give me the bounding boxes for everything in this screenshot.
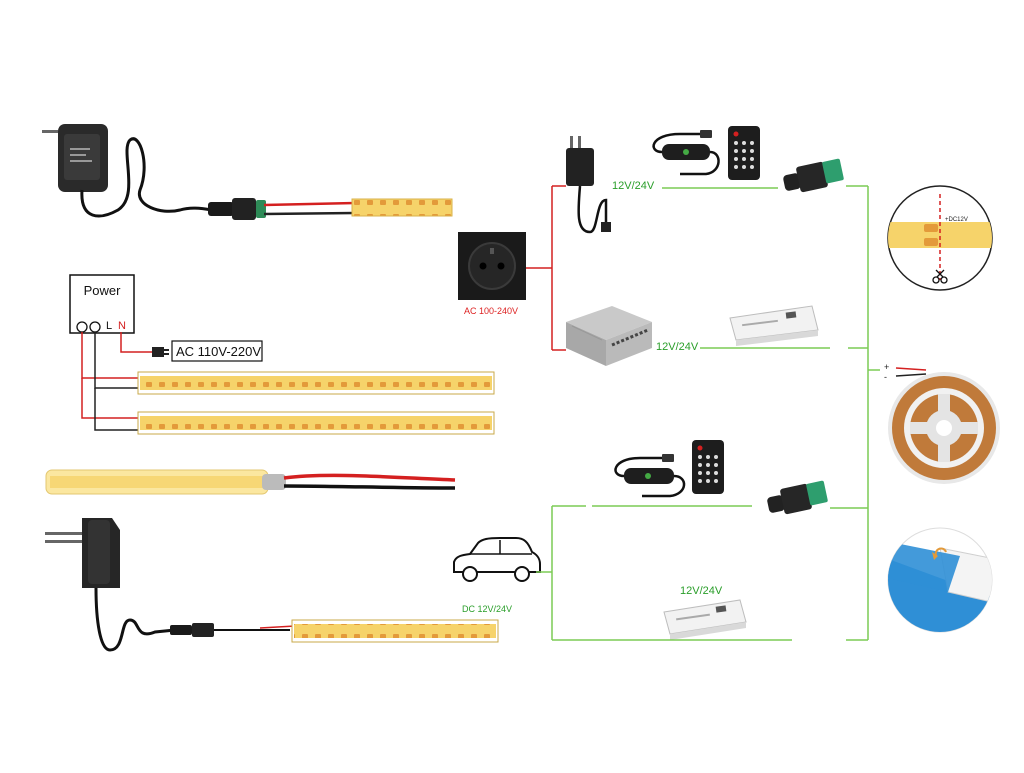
power-box-label: Power (83, 283, 121, 298)
plug-adapter-bottom-icon (45, 518, 120, 588)
cut-detail-circle (887, 185, 993, 291)
ac-label-box (171, 340, 263, 362)
led-strip-bottom (291, 619, 499, 643)
car-icon (453, 537, 541, 582)
adapter-lead (577, 185, 608, 234)
silicone-black-wire (283, 484, 456, 490)
led-strip-top (351, 198, 453, 217)
schuko-wall-socket-icon (458, 232, 526, 300)
bottom-adapter-cable (94, 587, 176, 652)
voltage-label-mid: 12V/24V (656, 341, 699, 353)
feed-positive-2 (81, 378, 140, 419)
remote-control-icon (728, 126, 760, 180)
terminal-plus (76, 321, 88, 333)
feed-negative-1 (94, 332, 140, 389)
inline-dimmer-lower-icon (614, 454, 686, 498)
adhesive-tape-icon (887, 527, 993, 633)
switching-power-supply-icon (566, 306, 652, 366)
positive-wire (263, 201, 356, 207)
dc-barrel-connector-bottom-icon (170, 623, 214, 637)
bottom-wire-red (259, 625, 296, 629)
dc-terminal-block-lower-icon (767, 480, 828, 515)
silicone-led-strip (45, 469, 286, 495)
ac-110-220-label: AC 110V-220V (176, 344, 262, 359)
dc-terminal-block-icon (783, 158, 844, 193)
feed-positive-1 (81, 332, 140, 379)
dc-12-24-label: DC 12V/24V (462, 604, 513, 614)
rf-controller-box-lower-icon (663, 599, 747, 640)
led-strip-1 (137, 371, 495, 395)
plug-adapter-icon (42, 124, 108, 192)
rf-controller-box-icon (729, 305, 819, 346)
ac-100-240-label: AC 100-240V (464, 306, 519, 316)
adapter-cable (80, 137, 213, 218)
plug-icon (152, 347, 169, 357)
inline-dimmer-icon (652, 130, 720, 176)
reel-plus-label: + (884, 362, 890, 372)
negative-wire (263, 211, 356, 216)
feed-negative-2 (94, 388, 140, 431)
scissors-icon (932, 269, 948, 284)
terminal-l-label: L (106, 320, 113, 332)
remote-control-lower-icon (692, 440, 724, 494)
voltage-label-top: 12V/24V (612, 180, 655, 192)
led-reel-icon (888, 367, 1000, 484)
barrel-plug-icon (601, 222, 611, 232)
terminal-n-label: N (118, 320, 126, 332)
silicone-red-wire (283, 473, 456, 482)
wall-adapter-icon (566, 136, 594, 186)
voltage-label-bottom: 12V/24V (680, 585, 723, 597)
reel-minus-label: - (884, 372, 887, 382)
terminal-minus (89, 321, 101, 333)
cut-mark-label: +DC12V (945, 217, 968, 223)
mains-lead (120, 332, 152, 353)
led-strip-2 (137, 411, 495, 435)
dc-barrel-connector-icon (208, 198, 266, 220)
